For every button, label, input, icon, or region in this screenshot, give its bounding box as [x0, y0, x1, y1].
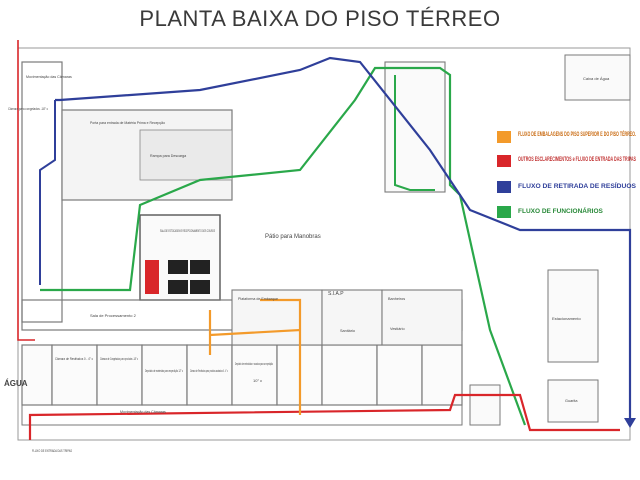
waste-flow-line — [55, 56, 632, 420]
label-sanitario: Sanitário — [340, 329, 355, 333]
label-temp-10: 10° c — [253, 378, 262, 383]
legend-swatch-green — [497, 206, 511, 218]
label-sala-estocagem: SALA DE ESTOCAGEM E RECEPCIONAMENTO DOS … — [160, 229, 215, 233]
tripe-flow-line — [28, 393, 620, 440]
black-equipment-3 — [168, 280, 188, 294]
waste-flow-left — [39, 100, 56, 285]
label-camara-resfriados: Câmara de Resfriados 0 - 4° c — [55, 357, 93, 361]
label-sala-processamento: Sala de Processamento 2 — [90, 313, 137, 318]
packaging-flow-line — [208, 298, 302, 415]
unloading-ramp — [139, 129, 233, 181]
black-equipment-1 — [168, 260, 188, 274]
waste-flow-arrowhead — [624, 418, 636, 428]
label-guarita: Guarita — [565, 399, 578, 403]
legend-swatch-red — [497, 155, 511, 167]
parking-area — [547, 269, 599, 363]
label-camara-4: Câmara de Resfriados para produtos acaba… — [190, 369, 228, 373]
label-estacionamento: Estacionamento — [552, 316, 581, 321]
page-title: PLANTA BAIXA DO PISO TÉRREO — [139, 6, 501, 31]
legend-swatch-blue — [497, 181, 511, 193]
label-circulacao-bottom: Movimentação das Câmaras — [120, 410, 166, 414]
label-fluxo-entrada: FLUXO DE ENTRADA DAS TRIPAS — [32, 449, 72, 453]
legend-label-blue: FLUXO DE RETIRADA DE RESÍDUOS — [518, 181, 637, 190]
label-camara-congelados-2: Câmara de Congelados para produtos -18° … — [100, 357, 138, 361]
label-camara-congelados: Câmara para congelados -18° c — [8, 107, 48, 111]
legend-swatch-orange — [497, 131, 511, 143]
label-porta: Porta para entrada de Matéria Prima e Re… — [90, 121, 165, 125]
red-machine — [145, 260, 159, 294]
locker-room — [381, 289, 463, 346]
black-equipment-4 — [190, 280, 210, 294]
tripe-flow-left — [17, 40, 35, 341]
label-plataforma: Plataforma de Embarque — [238, 297, 278, 301]
bottom-corridor — [21, 404, 463, 426]
gate-booth — [469, 384, 501, 426]
cold-chambers-row — [21, 344, 463, 406]
employee-flow-loop — [394, 75, 435, 191]
label-siap: S.I.A.P — [328, 291, 344, 297]
legend-label-red: OUTROS ESCLARECIMENTOS e FLUXO DE ENTRAD… — [518, 156, 636, 163]
label-caixa-agua: Caixa de Água — [583, 76, 610, 81]
label-manobras: Pátio para Manobras — [265, 234, 321, 240]
water-tank — [564, 54, 631, 101]
legend-label-orange: FLUXO DE EMBALAGENS DO PISO SUPERIOR E D… — [518, 129, 636, 138]
guard-house — [547, 379, 599, 423]
label-deposito-2: Depósito de embutidos e curados para a e… — [235, 362, 273, 366]
label-banheiros: Banheiros — [388, 297, 405, 301]
black-equipment-2 — [190, 260, 210, 274]
label-circulacao: Movimentação das Câmaras — [26, 75, 72, 79]
label-rampa: Rampa para Descarga — [150, 154, 186, 158]
legend-label-green: FLUXO DE FUNCIONÁRIOS — [518, 206, 604, 215]
label-vestiario: Vestiário — [390, 327, 405, 331]
label-agua: ÁGUA — [4, 379, 28, 388]
siap-office — [321, 289, 383, 346]
label-deposito: Depósito de materiais para expedição 12°… — [145, 369, 183, 373]
